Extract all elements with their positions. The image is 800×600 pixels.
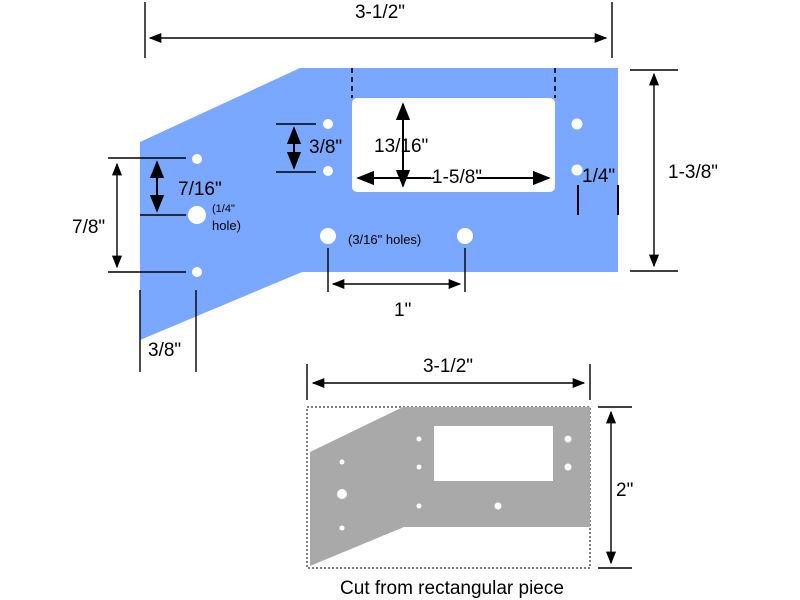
cut-hole-mid-lower — [416, 464, 422, 470]
left-total-spacing-label: 7/8" — [72, 217, 105, 238]
cut-hole-left-large — [337, 489, 347, 499]
left-edge-offset-label: 3/8" — [148, 340, 181, 361]
dim-cut-width: 3-1/2" — [306, 356, 591, 400]
hole-right-lower — [571, 164, 583, 176]
cut-hole-right-upper — [564, 435, 572, 443]
cut-plate — [306, 406, 591, 569]
hole-bottom-right — [457, 228, 473, 244]
cut-plate-window — [434, 426, 553, 481]
overall-width-label: 3-1/2" — [355, 2, 405, 23]
dim-overall-width: 3-1/2" — [144, 2, 613, 58]
hole-bottom-left — [320, 228, 336, 244]
window-width-label: 1-5/8" — [432, 167, 482, 188]
cut-hole-left-upper — [339, 459, 345, 465]
left-hole-note-line1: (1/4" — [212, 203, 235, 215]
dim-mid-holes: 3/8" — [276, 123, 342, 173]
cut-caption: Cut from rectangular piece — [340, 578, 564, 599]
dim-left-edge: 3/8" — [139, 290, 197, 372]
cut-height-label: 2" — [616, 480, 633, 501]
hole-mid-lower — [323, 166, 333, 176]
dim-window-width: 1-5/8" — [356, 165, 551, 191]
overall-height-label: 1-3/8" — [668, 162, 718, 183]
dim-overall-height: 1-3/8" — [630, 69, 718, 272]
hole-left-large — [188, 206, 206, 224]
left-upper-spacing-label: 7/16" — [178, 179, 222, 200]
hole-mid-upper — [323, 119, 333, 129]
dim-cut-height: 2" — [598, 406, 633, 569]
left-hole-note-line2: hole) — [212, 218, 241, 233]
dim-right-edge: 1/4" — [577, 166, 619, 215]
hole-left-upper — [192, 154, 202, 164]
cut-width-label: 3-1/2" — [423, 356, 473, 377]
hole-left-lower — [192, 267, 202, 277]
cut-hole-mid-upper — [416, 436, 422, 442]
dim-left-upper: 7/16" — [108, 157, 222, 216]
hole-right-upper — [571, 118, 583, 130]
cut-hole-left-lower — [339, 525, 345, 531]
dim-left-total: 7/8" — [72, 162, 186, 273]
cut-hole-bottom-left — [416, 503, 422, 509]
left-hole-note: (1/4" hole) — [212, 203, 241, 233]
cut-hole-bottom-right — [494, 502, 502, 510]
dim-bottom-holes: 1" — [327, 248, 466, 321]
cut-hole-right-lower — [564, 463, 572, 471]
bottom-hole-spacing-label: 1" — [394, 300, 411, 321]
bottom-holes-note: (3/16" holes) — [348, 232, 421, 247]
right-edge-offset-label: 1/4" — [582, 166, 615, 187]
window-height-label: 13/16" — [374, 136, 428, 157]
mid-holes-spacing-label: 3/8" — [309, 137, 342, 158]
